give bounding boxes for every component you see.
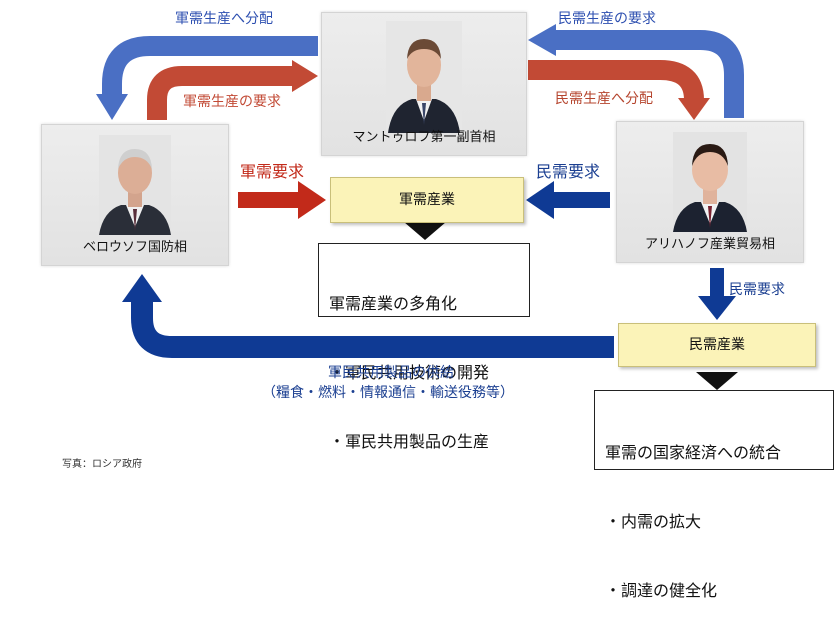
diversification-item: ・軍民共用技術の開発 [329,363,490,382]
arrow-military-request-head [298,181,326,219]
integration-item: ・内需の拡大 [605,512,702,531]
integration-title: 軍需の国家経済への統合 [605,443,782,462]
label-military-allocation: 軍需生産へ分配 [175,11,273,27]
arrow-civilian-allocation-head [678,98,710,120]
caption-belousov: ベロウソフ国防相 [82,240,187,255]
arrow-civilian-down [710,268,724,298]
caption-alikhanov: アリハノフ産業貿易相 [644,237,775,252]
diversification-title: 軍需産業の多角化 [329,294,458,313]
arrow-civilian-down-head [698,296,736,320]
military-industry-box: 軍需産業 [330,177,524,223]
arrow-military-request [238,192,300,208]
arrow-dual-use-supply-head [122,274,162,302]
person-card-alikhanov: アリハノフ産業貿易相 [616,121,804,263]
arrow-dual-use-supply [131,300,614,358]
label-civilian-demand: 民需生産の要求 [558,11,656,27]
arrow-civilian-request-head [526,181,554,219]
arrow-civilian-request [552,192,610,208]
label-dual-use-supply-detail: （糧食・燃料・情報通信・輸送役務等） [262,385,514,401]
label-civilian-request-down: 民需要求 [729,282,785,298]
diversification-item: ・軍民共用製品の生産 [329,432,490,451]
photo-credit: 写真：ロシア政府 [62,459,142,470]
flow-arrows [96,24,744,390]
arrow-military-demand [147,66,292,120]
label-civilian-allocation: 民需生産へ分配 [555,91,653,107]
diversification-box: 軍需産業の多角化 ・軍民共用技術の開発 ・軍民共用製品の生産 [318,243,530,451]
person-card-belousov: ベロウソフ国防相 [41,124,229,266]
label-military-demand: 軍需生産の要求 [183,94,281,110]
arrow-military-allocation [102,36,318,96]
person-card-manturov: マントゥロフ第一副首相 [321,12,527,156]
arrow-civilian-demand-head [528,24,556,56]
civilian-industry-box: 民需産業 [618,323,816,367]
label-dual-use-supply: 軍民共用製品の供給 [328,365,454,381]
portrait-manturov [386,21,462,133]
arrow-military-allocation-head [96,94,128,120]
arrow-civilian-allocation [528,60,704,101]
label-civilian-request-left: 民需要求 [536,162,601,181]
arrow-military-demand-head [292,60,318,92]
integration-item: ・調達の健全化 [605,581,718,600]
portrait-alikhanov [673,132,747,232]
down-triangle-military [404,222,446,240]
integration-box: 軍需の国家経済への統合 ・内需の拡大 ・調達の健全化 [594,390,834,600]
caption-manturov: マントゥロフ第一副首相 [352,130,496,145]
label-military-request: 軍需要求 [240,162,305,181]
portrait-belousov [99,135,171,235]
arrow-civilian-demand [556,30,744,118]
down-triangle-civilian [696,372,738,390]
